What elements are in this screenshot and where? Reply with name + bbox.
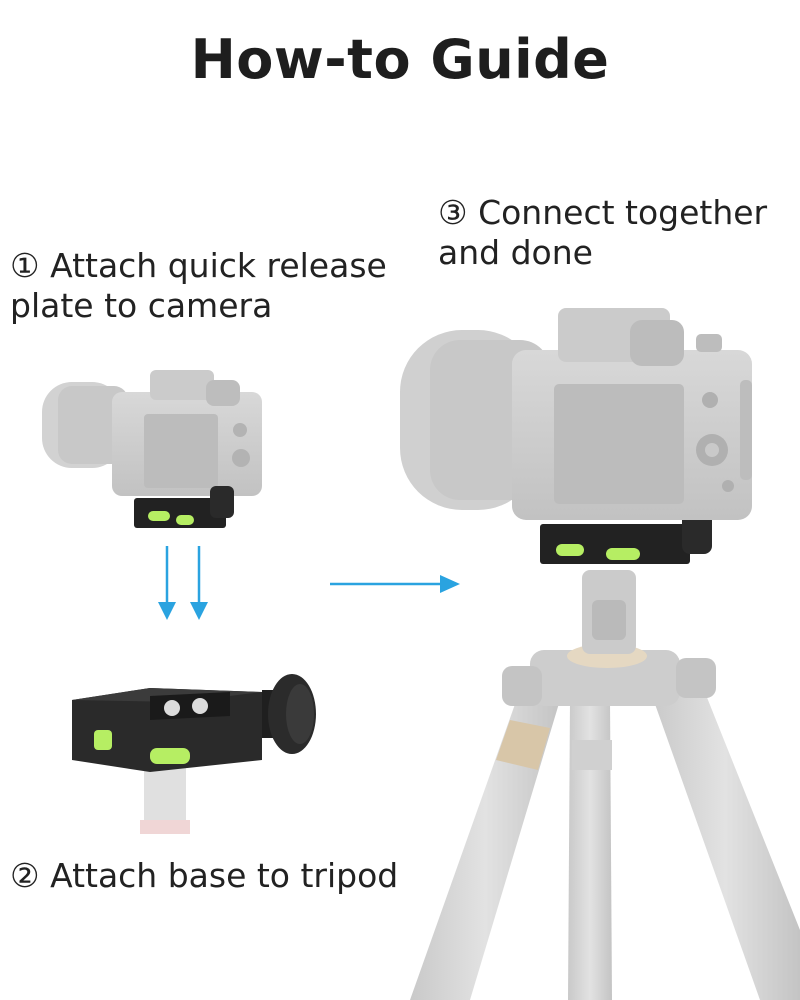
down-arrow-icon [158,546,208,620]
step-3-label: ③ Connect together and done [438,193,768,272]
step-3-assembled-image [400,308,800,1000]
step-2-clamp-image [72,674,316,834]
right-arrow-icon [330,575,460,593]
step-1-camera-image [42,370,262,528]
step-1-label: ① Attach quick release plate to camera [10,246,387,325]
step-2-label: ② Attach base to tripod [10,856,399,895]
page-title: How-to Guide [190,28,610,91]
